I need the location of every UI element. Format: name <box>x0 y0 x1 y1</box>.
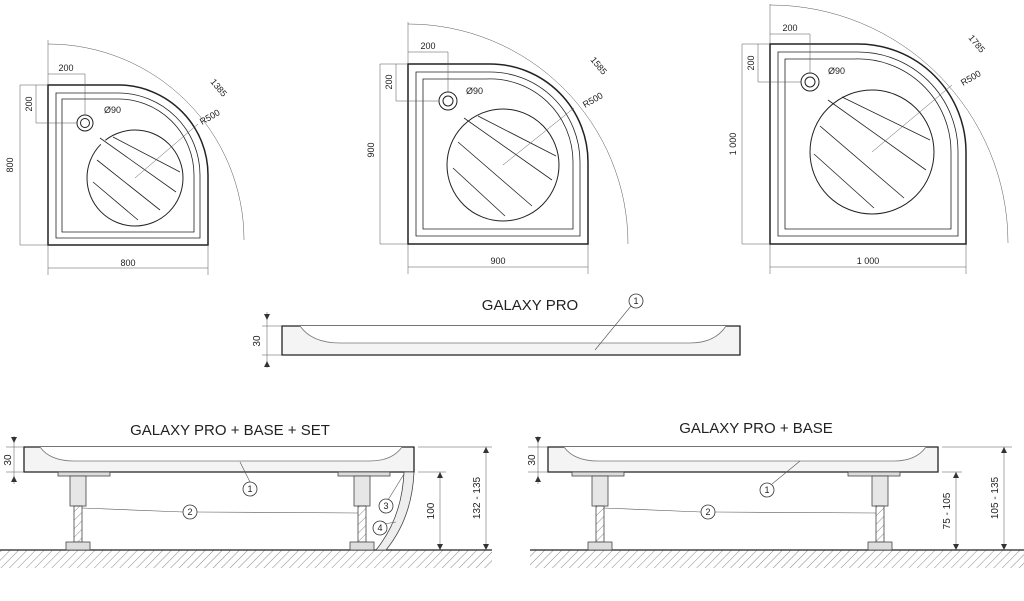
section-right-dim-inner: 75 - 105 <box>942 492 953 529</box>
top2-width-label: 900 <box>490 256 505 266</box>
section-left-dim-inner: 100 <box>426 502 437 519</box>
top2-height-label: 900 <box>366 142 376 157</box>
top1-height-label: 800 <box>5 157 15 172</box>
top1-arc-label: 1385 <box>208 77 229 99</box>
top1-width-label: 800 <box>120 258 135 268</box>
top-view-900 <box>379 22 629 274</box>
top3-corner-h-label: 200 <box>746 55 756 70</box>
top3-height-label: 1 000 <box>728 133 738 156</box>
top-view-1000 <box>741 4 1009 274</box>
top1-radius-label: R500 <box>198 107 222 126</box>
section-right-dim-total: 105 - 135 <box>990 476 1001 519</box>
profile-title: GALAXY PRO <box>482 297 578 314</box>
section-left-callout-2: 2 <box>187 507 192 517</box>
section-right-thickness: 30 <box>527 454 538 466</box>
top2-corner-label: 200 <box>420 41 435 51</box>
top2-radius-label: R500 <box>581 90 605 109</box>
section-left-callout-4: 4 <box>377 523 382 533</box>
top3-radius-label: R500 <box>959 68 983 87</box>
profile-view <box>262 293 741 368</box>
top1-drain-label: Ø90 <box>104 105 121 115</box>
section-left-dim-total: 132 - 135 <box>472 476 483 519</box>
section-left-callout-3: 3 <box>383 501 388 511</box>
top3-width-label: 1 000 <box>857 256 880 266</box>
section-left-title: GALAXY PRO + BASE + SET <box>130 422 330 439</box>
section-right-callout-2: 2 <box>705 507 710 517</box>
top3-arc-label: 1785 <box>966 33 987 55</box>
section-left <box>0 436 492 568</box>
top2-drain-label: Ø90 <box>466 86 483 96</box>
section-left-thickness: 30 <box>3 454 14 466</box>
section-right-title: GALAXY PRO + BASE <box>679 420 833 437</box>
top3-corner-label: 200 <box>782 23 797 33</box>
profile-thickness-label: 30 <box>252 335 263 347</box>
top-view-800 <box>19 40 245 275</box>
top1-corner-label: 200 <box>58 63 73 73</box>
section-left-callout-1: 1 <box>247 484 252 494</box>
top2-arc-label: 1585 <box>588 55 609 77</box>
profile-callout-1: 1 <box>633 296 638 306</box>
section-right-callout-1: 1 <box>764 485 769 495</box>
top3-drain-label: Ø90 <box>828 66 845 76</box>
top1-corner-h-label: 200 <box>24 96 34 111</box>
section-right <box>528 436 1024 568</box>
top2-corner-h-label: 200 <box>384 74 394 89</box>
